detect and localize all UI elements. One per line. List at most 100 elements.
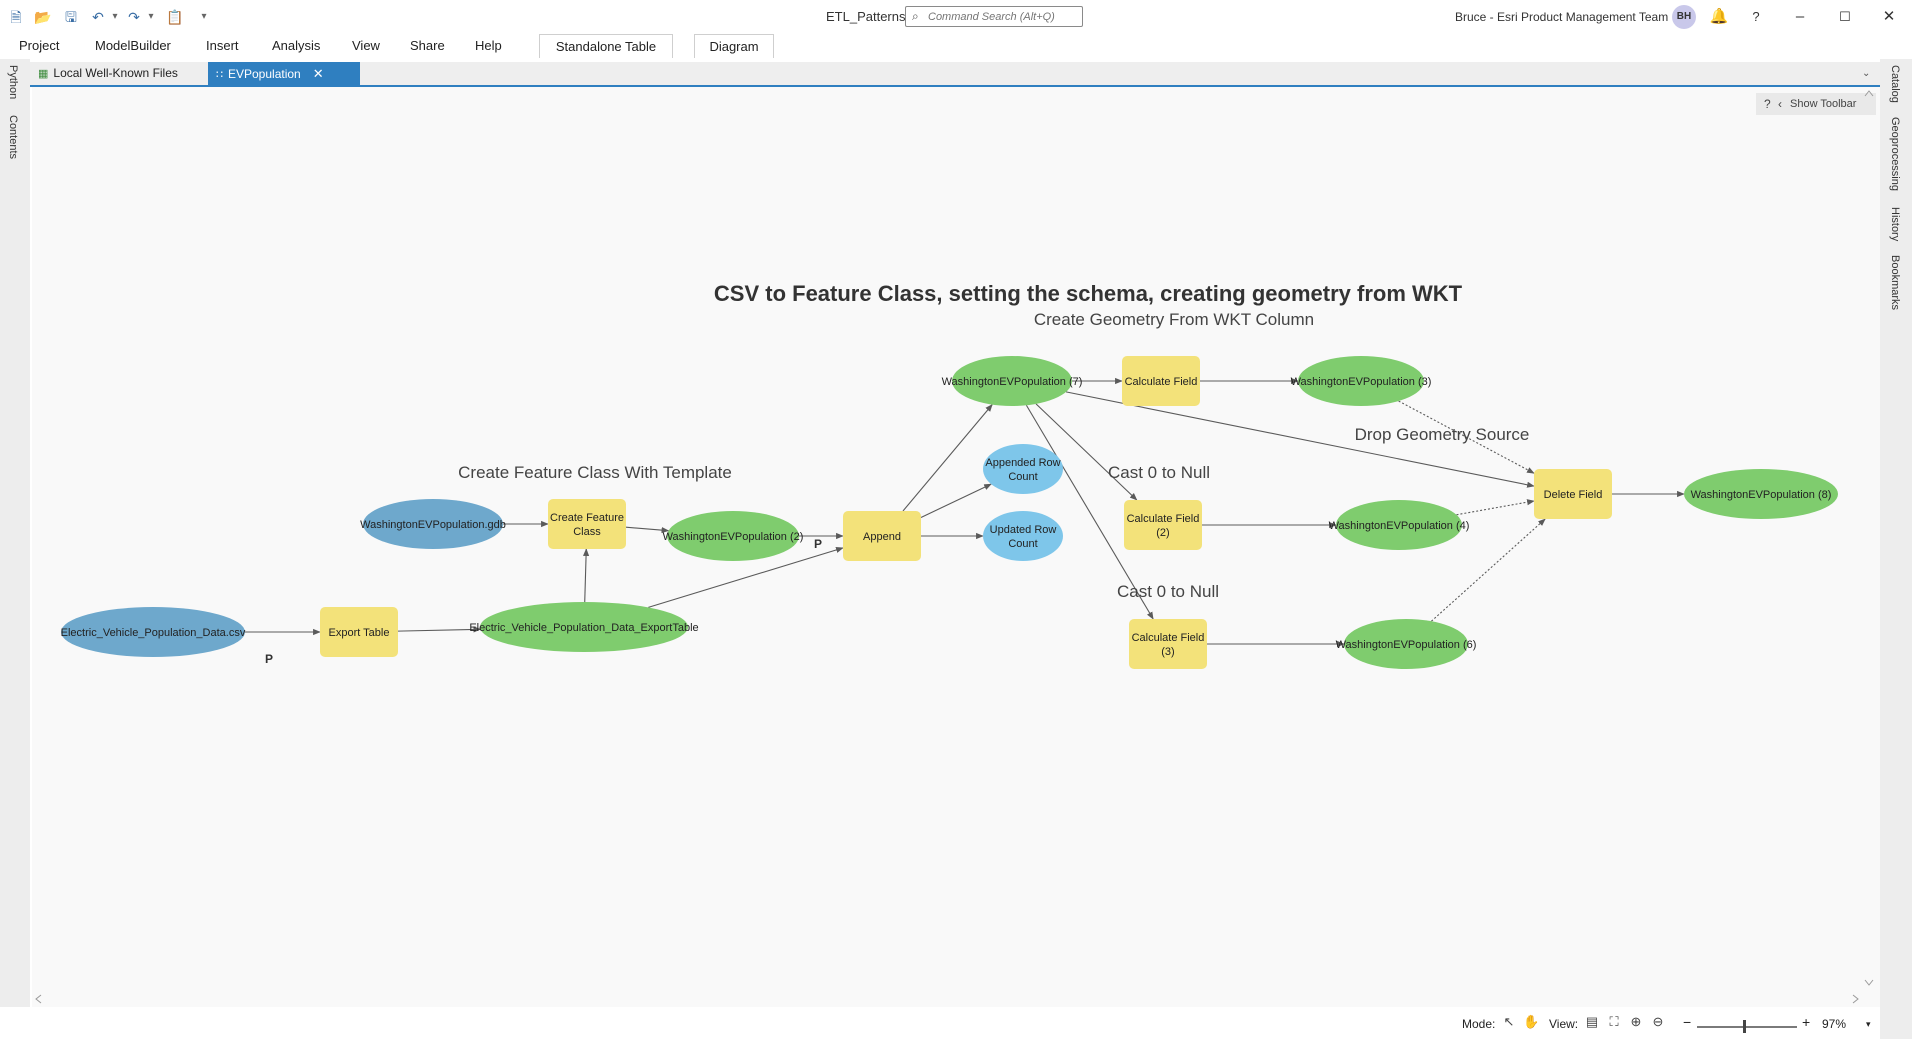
close-tab-icon[interactable]: ✕ bbox=[312, 66, 324, 81]
undo-dropdown-icon[interactable]: ▾ bbox=[112, 11, 118, 22]
contents-pane-tab[interactable]: Contents bbox=[7, 115, 19, 160]
menu-analysis[interactable]: Analysis bbox=[272, 38, 321, 53]
auto-layout-icon[interactable]: ▤ bbox=[1585, 1014, 1599, 1029]
tab-evpopulation[interactable]: ∷EVPopulation✕ bbox=[208, 62, 360, 85]
zoom-slider-thumb[interactable] bbox=[1743, 1020, 1746, 1033]
node-calculate-field-2[interactable]: Calculate Field(2) bbox=[1124, 500, 1202, 550]
group-label-drop-geometry-source[interactable]: Drop Geometry Source bbox=[1355, 425, 1530, 444]
input-shape[interactable] bbox=[61, 607, 245, 657]
menu-modelbuilder[interactable]: ModelBuilder bbox=[95, 38, 171, 53]
menu-help[interactable]: Help bbox=[475, 38, 502, 53]
output-shape[interactable] bbox=[952, 356, 1072, 406]
scroll-right-icon[interactable] bbox=[1852, 994, 1859, 1004]
redo-dropdown-icon[interactable]: ▾ bbox=[148, 11, 154, 22]
parameter-marker-n6[interactable]: P bbox=[814, 537, 822, 551]
tool-shape[interactable] bbox=[1124, 500, 1202, 550]
output-shape[interactable] bbox=[1684, 469, 1838, 519]
signed-in-user[interactable]: Bruce - Esri Product Management Team bbox=[1455, 10, 1669, 24]
tool-shape[interactable] bbox=[1122, 356, 1200, 406]
scroll-left-icon[interactable] bbox=[35, 994, 42, 1004]
select-cursor-icon[interactable]: ↖ bbox=[1503, 1014, 1515, 1029]
new-project-icon[interactable]: 🗎 bbox=[10, 9, 22, 25]
group-label-create-feature-class-with-template[interactable]: Create Feature Class With Template bbox=[458, 463, 732, 482]
zoom-level[interactable]: 97% bbox=[1822, 1017, 1847, 1031]
menu-insert[interactable]: Insert bbox=[206, 38, 239, 53]
zoom-minus-button[interactable]: − bbox=[1683, 1014, 1692, 1030]
node-electric-vehicle-population-data-exporttable[interactable]: Electric_Vehicle_Population_Data_ExportT… bbox=[469, 602, 699, 652]
node-washingtonevpopulation-6[interactable]: WashingtonEVPopulation (6) bbox=[1336, 619, 1477, 669]
help-icon[interactable]: ? bbox=[1752, 9, 1760, 24]
node-washingtonevpopulation-3[interactable]: WashingtonEVPopulation (3) bbox=[1291, 356, 1432, 406]
save-project-icon[interactable]: 🖫 bbox=[65, 9, 77, 25]
zoom-out-icon[interactable]: ⊖ bbox=[1652, 1014, 1664, 1029]
node-calculate-field-3[interactable]: Calculate Field(3) bbox=[1129, 619, 1207, 669]
scroll-up-icon[interactable] bbox=[1864, 90, 1874, 97]
node-washingtonevpopulation-2[interactable]: WashingtonEVPopulation (2) bbox=[663, 511, 804, 561]
python-pane-tab[interactable]: Python bbox=[7, 65, 19, 100]
node-append[interactable]: Append bbox=[843, 511, 921, 561]
connection-n10-n15[interactable] bbox=[1025, 404, 1154, 620]
scroll-down-icon[interactable] bbox=[1864, 979, 1874, 986]
customize-toolbar-icon[interactable]: ▾ bbox=[201, 11, 207, 22]
node-export-table[interactable]: Export Table bbox=[320, 607, 398, 657]
zoom-in-icon[interactable]: ⊕ bbox=[1630, 1014, 1642, 1029]
close-window-icon[interactable]: ✕ bbox=[1882, 8, 1896, 25]
node-washingtonevpopulation-4[interactable]: WashingtonEVPopulation (4) bbox=[1329, 500, 1470, 550]
output-shape[interactable] bbox=[1344, 619, 1468, 669]
reports-icon[interactable]: 📋 bbox=[166, 9, 184, 25]
tab-overflow-chevron-icon[interactable]: ⌄ bbox=[1862, 68, 1871, 79]
catalog-pane-tab[interactable]: Catalog bbox=[1889, 65, 1901, 103]
output-shape[interactable] bbox=[1336, 500, 1462, 550]
notifications-bell-icon[interactable]: 🔔 bbox=[1709, 8, 1729, 25]
output-shape[interactable] bbox=[480, 602, 688, 652]
horizontal-scrollbar[interactable] bbox=[32, 993, 1862, 1005]
node-delete-field[interactable]: Delete Field bbox=[1534, 469, 1612, 519]
output-shape[interactable] bbox=[667, 511, 799, 561]
menu-share[interactable]: Share bbox=[410, 38, 445, 53]
value-shape[interactable] bbox=[983, 444, 1063, 494]
tool-shape[interactable] bbox=[843, 511, 921, 561]
model-diagram[interactable]: CSV to Feature Class, setting the schema… bbox=[32, 87, 1880, 1007]
connection-n5-n6[interactable] bbox=[625, 526, 670, 534]
group-label-cast-0-to-null[interactable]: Cast 0 to Null bbox=[1108, 463, 1210, 482]
tool-shape[interactable] bbox=[1129, 619, 1207, 669]
value-shape[interactable] bbox=[983, 511, 1063, 561]
group-label-create-geometry-from-wkt-column[interactable]: Create Geometry From WKT Column bbox=[1034, 310, 1314, 329]
node-washingtonevpopulation-7[interactable]: WashingtonEVPopulation (7) bbox=[942, 356, 1083, 406]
maximize-icon[interactable]: ☐ bbox=[1839, 9, 1851, 24]
show-toolbar-button[interactable]: ? ‹ Show Toolbar bbox=[1756, 93, 1876, 115]
input-shape[interactable] bbox=[363, 499, 503, 549]
minimize-icon[interactable]: – bbox=[1795, 8, 1805, 25]
output-shape[interactable] bbox=[1298, 356, 1424, 406]
node-washingtonevpopulation-gdb[interactable]: WashingtonEVPopulation.gdb bbox=[360, 499, 506, 549]
pan-hand-icon[interactable]: ✋ bbox=[1523, 1014, 1540, 1029]
tab-standalone-table[interactable]: Standalone Table bbox=[539, 34, 673, 58]
tab-diagram[interactable]: Diagram bbox=[694, 34, 774, 58]
help-icon[interactable]: ? bbox=[1764, 97, 1771, 111]
command-search-input[interactable] bbox=[928, 9, 1078, 24]
menu-project[interactable]: Project bbox=[19, 38, 60, 53]
avatar[interactable]: BH bbox=[1672, 5, 1696, 29]
connection-n10-n13[interactable] bbox=[1035, 403, 1138, 501]
connection-n12-n17[interactable] bbox=[1398, 400, 1535, 474]
tool-shape[interactable] bbox=[320, 607, 398, 657]
zoom-plus-button[interactable]: + bbox=[1802, 1014, 1811, 1030]
node-electric-vehicle-population-data-csv[interactable]: Electric_Vehicle_Population_Data.csv bbox=[61, 607, 246, 657]
connection-n3-n5[interactable] bbox=[582, 548, 590, 603]
geoprocessing-pane-tab[interactable]: Geoprocessing bbox=[1889, 117, 1901, 191]
connection-n16-n17[interactable] bbox=[1431, 518, 1546, 622]
model-canvas[interactable]: CSV to Feature Class, setting the schema… bbox=[32, 87, 1880, 1007]
vertical-scrollbar[interactable] bbox=[1862, 87, 1876, 987]
fit-to-window-icon[interactable]: ⛶ bbox=[1609, 1014, 1619, 1029]
history-pane-tab[interactable]: History bbox=[1889, 207, 1901, 242]
command-search-box[interactable]: ⌕ bbox=[905, 6, 1083, 27]
group-label-cast-0-to-null[interactable]: Cast 0 to Null bbox=[1117, 582, 1219, 601]
connection-n7-n10[interactable] bbox=[902, 404, 993, 512]
open-project-icon[interactable]: 📂 bbox=[34, 9, 52, 25]
bookmarks-pane-tab[interactable]: Bookmarks bbox=[1889, 255, 1901, 311]
menu-view[interactable]: View bbox=[352, 38, 380, 53]
tab-local-well-known-files[interactable]: ▦Local Well-Known Files bbox=[30, 62, 202, 85]
